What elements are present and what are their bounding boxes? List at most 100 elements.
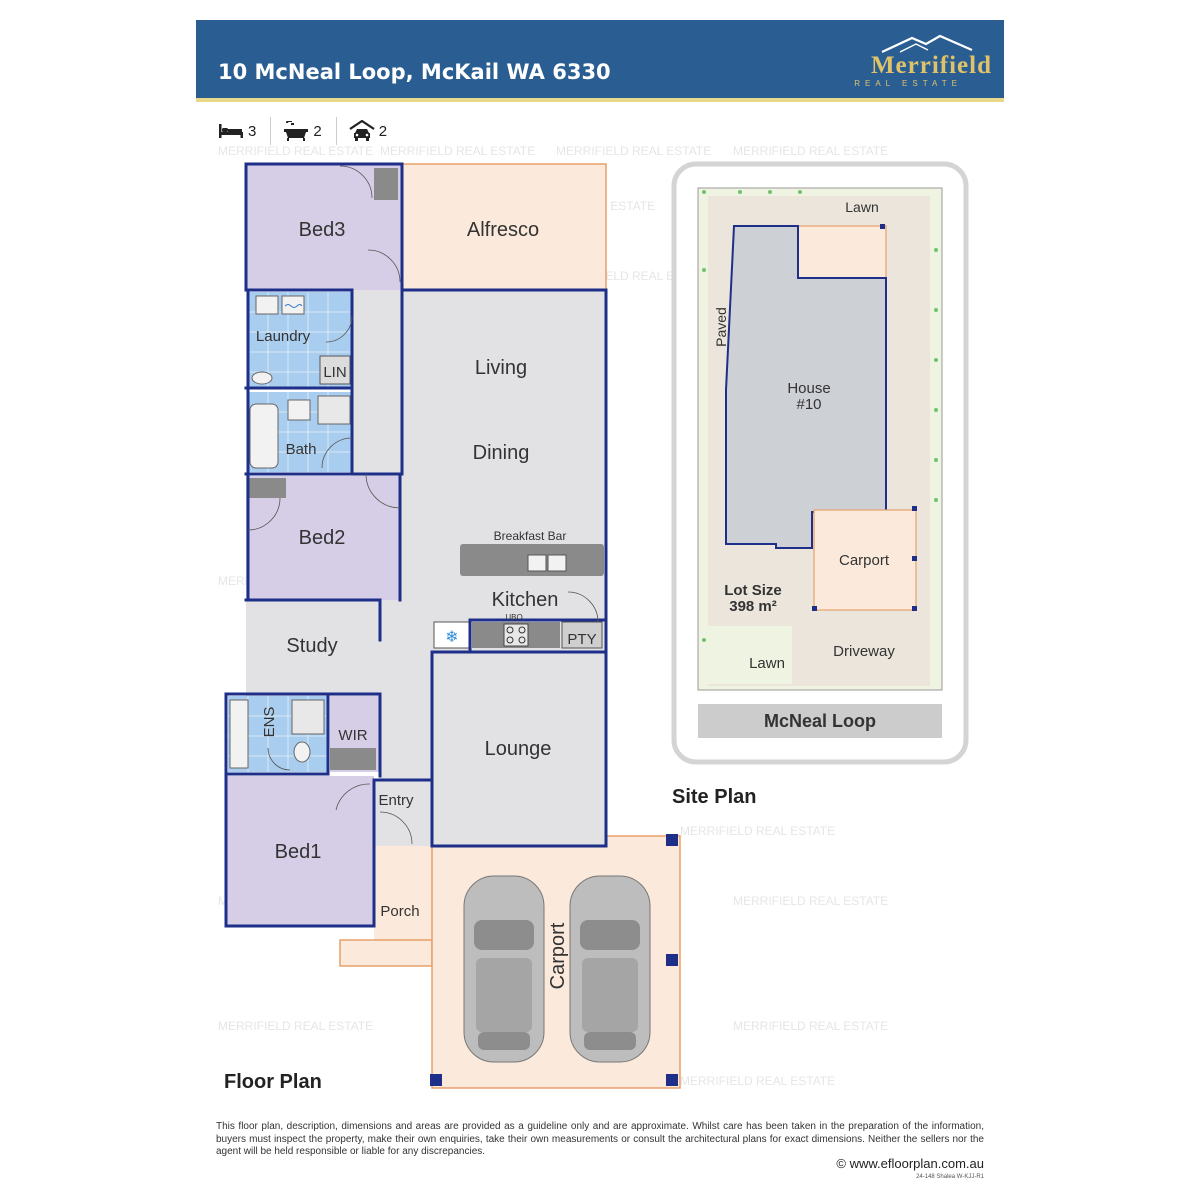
- front-lawn: [708, 626, 792, 684]
- carport-posts: [430, 834, 678, 1086]
- living-floor: [246, 290, 606, 846]
- site-label-carport: Carport: [839, 552, 890, 569]
- car-silhouette-icon: [569, 875, 651, 1063]
- linen-cupboard: [319, 355, 351, 385]
- site-label-lawn-top: Lawn: [845, 199, 878, 215]
- door-swings: [247, 165, 599, 845]
- bed1-floor: [226, 776, 374, 926]
- hedge-dots: [702, 190, 938, 642]
- site-label-lot-size: Lot Size: [724, 582, 782, 599]
- room-label-dining: Dining: [473, 442, 530, 464]
- site-label-lawn-bottom: Lawn: [749, 655, 785, 672]
- site-label-house-number: #10: [796, 396, 821, 413]
- bathrooms-stat: 2: [283, 117, 337, 145]
- ens-shower: [291, 699, 325, 735]
- walls: [224, 162, 608, 928]
- disclaimer-text: This floor plan, description, dimensions…: [216, 1121, 984, 1157]
- room-label-ubo: UBO: [505, 613, 522, 622]
- site-plan: Lawn Paved House #10 Carport Lot Size 39…: [671, 161, 969, 808]
- mountain-logo-icon: [881, 34, 973, 53]
- sink-right: [547, 554, 567, 572]
- street-bar: [698, 704, 942, 738]
- room-label-carport: Carport: [547, 922, 569, 989]
- car-silhouette-icon: [463, 875, 545, 1063]
- site-house: [725, 225, 887, 549]
- fridge: [433, 621, 471, 649]
- washing-machine: [281, 295, 305, 315]
- room-label-bed3: Bed3: [299, 219, 346, 241]
- room-label-entry: Entry: [378, 792, 414, 809]
- toilet: [251, 371, 273, 385]
- floor-plan: ❄: [224, 162, 681, 1093]
- logo-brand-text: Merrifield: [870, 52, 992, 79]
- ens-toilet: [293, 741, 311, 763]
- room-label-laundry: Laundry: [256, 328, 311, 345]
- room-label-study: Study: [286, 635, 337, 657]
- property-address: 10 McNeal Loop, McKail WA 6330: [218, 60, 611, 84]
- bedrooms-stat: 3: [218, 117, 272, 145]
- parking-count: 2: [378, 122, 388, 140]
- watermark-text: MERRIFIELD REAL ESTATE: [733, 1019, 888, 1033]
- cooktop: [503, 623, 529, 647]
- site-label-paved: Paved: [713, 307, 729, 347]
- bed2-robe: [248, 478, 286, 498]
- room-label-porch: Porch: [380, 903, 419, 920]
- property-stats: 3 2 2: [218, 116, 413, 146]
- watermark-text: MERRIFIELD REAL ESTATE: [680, 1074, 835, 1088]
- room-label-kitchen: Kitchen: [492, 589, 559, 611]
- header-banner: 10 McNeal Loop, McKail WA 6330 Merrifiel…: [196, 20, 1004, 102]
- site-carport: [813, 509, 917, 611]
- room-label-wir: WIR: [338, 727, 367, 744]
- watermark-text: MERRIFIELD REAL ESTATE: [556, 144, 711, 158]
- room-label-bath: Bath: [286, 441, 317, 458]
- site-alfresco: [797, 225, 887, 279]
- watermark-text: MERRIFIELD REAL ESTATE: [380, 144, 535, 158]
- merrifield-logo: Merrifield REAL ESTATE: [842, 30, 992, 92]
- room-label-bed1: Bed1: [275, 841, 322, 863]
- room-label-pty: PTY: [567, 631, 596, 648]
- room-label-lin: LIN: [323, 364, 346, 381]
- site-label-street: McNeal Loop: [764, 711, 876, 731]
- alfresco-area: [401, 163, 607, 291]
- room-label-lounge: Lounge: [485, 738, 552, 760]
- room-label-alfresco: Alfresco: [467, 219, 539, 241]
- bath-icon: [284, 121, 309, 141]
- logo-tag-text: REAL ESTATE: [854, 79, 962, 88]
- bed3-robe: [374, 168, 398, 200]
- site-label-lot-size-value: 398 m²: [729, 598, 777, 615]
- floor-plan-title: Floor Plan: [224, 1071, 322, 1093]
- room-label-ens: ENS: [261, 707, 278, 738]
- watermark-text: MERRIFIELD REAL ESTATE: [218, 144, 373, 158]
- watermark-text: MERRIFIELD REAL ESTATE: [218, 1019, 373, 1033]
- laundry-trough: [255, 295, 279, 315]
- wir-shelf: [330, 748, 376, 770]
- porch-area: [374, 846, 432, 942]
- sink-left: [527, 554, 547, 572]
- site-label-house: House: [787, 380, 830, 397]
- efloorplan-credit: © www.efloorplan.com.au: [836, 1156, 984, 1171]
- shower: [317, 395, 351, 425]
- parking-stat: 2: [349, 117, 401, 145]
- bathrooms-count: 2: [313, 122, 322, 140]
- watermark-text: MERRIFIELD REAL ESTATE: [680, 824, 835, 838]
- site-plan-title: Site Plan: [672, 786, 756, 808]
- bed-icon: [219, 124, 243, 138]
- bath-vanity: [287, 399, 311, 421]
- site-carport-posts: [812, 224, 917, 611]
- fridge-snowflake-icon: ❄: [445, 627, 458, 646]
- pantry: [561, 621, 603, 649]
- bathtub: [249, 403, 279, 469]
- porch-step: [339, 939, 433, 967]
- car-icon: [349, 120, 375, 141]
- room-label-living: Living: [475, 357, 527, 379]
- ens-vanity: [229, 699, 249, 769]
- room-label-breakfast-bar: Breakfast Bar: [494, 529, 567, 543]
- reference-code: 24-148 Shalea W-KJJ-R1: [916, 1174, 984, 1180]
- bedrooms-count: 3: [248, 122, 257, 140]
- watermark-text: MERRIFIELD REAL ESTATE: [733, 144, 888, 158]
- study-floor: [246, 600, 380, 696]
- watermark-text: MERRIFIELD REAL ESTATE: [733, 894, 888, 908]
- room-label-bed2: Bed2: [299, 527, 346, 549]
- site-label-driveway: Driveway: [833, 643, 895, 660]
